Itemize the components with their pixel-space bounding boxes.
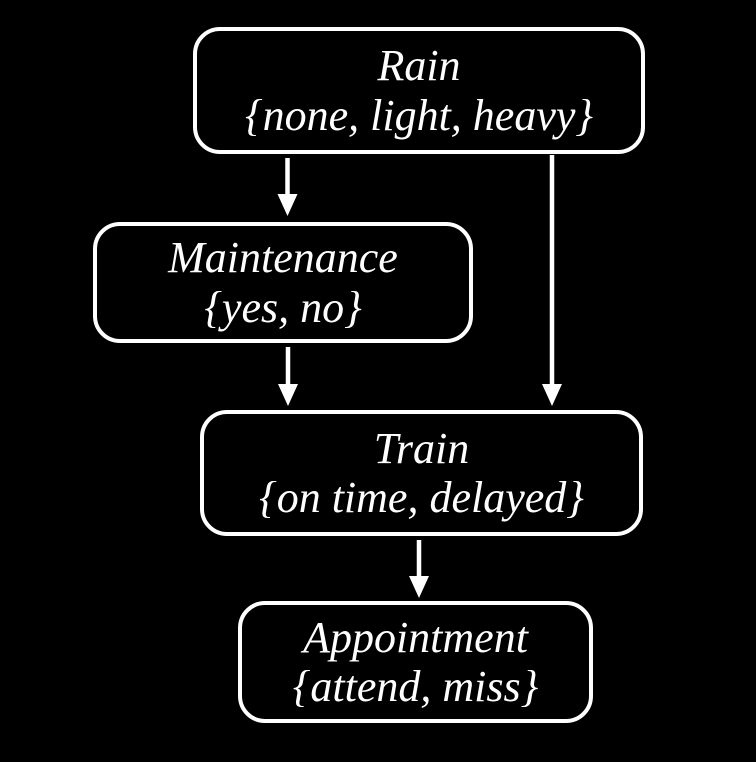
node-appointment-values: {attend, miss} bbox=[292, 662, 539, 711]
node-maintenance-label: Maintenance bbox=[168, 233, 398, 283]
edge-rain-to-train bbox=[542, 155, 562, 406]
edge-maintenance-to-train bbox=[278, 347, 298, 406]
arrowhead-down-icon bbox=[542, 384, 562, 406]
node-rain: Rain {none, light, heavy} bbox=[193, 27, 645, 154]
arrowhead-down-icon bbox=[278, 384, 298, 406]
arrowhead-down-icon bbox=[277, 194, 298, 216]
arrowhead-down-icon bbox=[409, 576, 429, 598]
node-rain-label: Rain bbox=[377, 41, 461, 91]
node-appointment-label: Appointment bbox=[303, 612, 528, 662]
node-maintenance: Maintenance {yes, no} bbox=[93, 222, 473, 343]
edge-train-to-appointment bbox=[409, 540, 429, 598]
node-maintenance-values: {yes, no} bbox=[204, 282, 362, 332]
node-rain-values: {none, light, heavy} bbox=[245, 90, 593, 140]
node-train-label: Train bbox=[373, 423, 470, 473]
node-appointment: Appointment {attend, miss} bbox=[238, 601, 593, 723]
edge-rain-to-maintenance bbox=[277, 158, 298, 216]
node-train-values: {on time, delayed} bbox=[259, 473, 584, 522]
node-train: Train {on time, delayed} bbox=[200, 410, 643, 536]
